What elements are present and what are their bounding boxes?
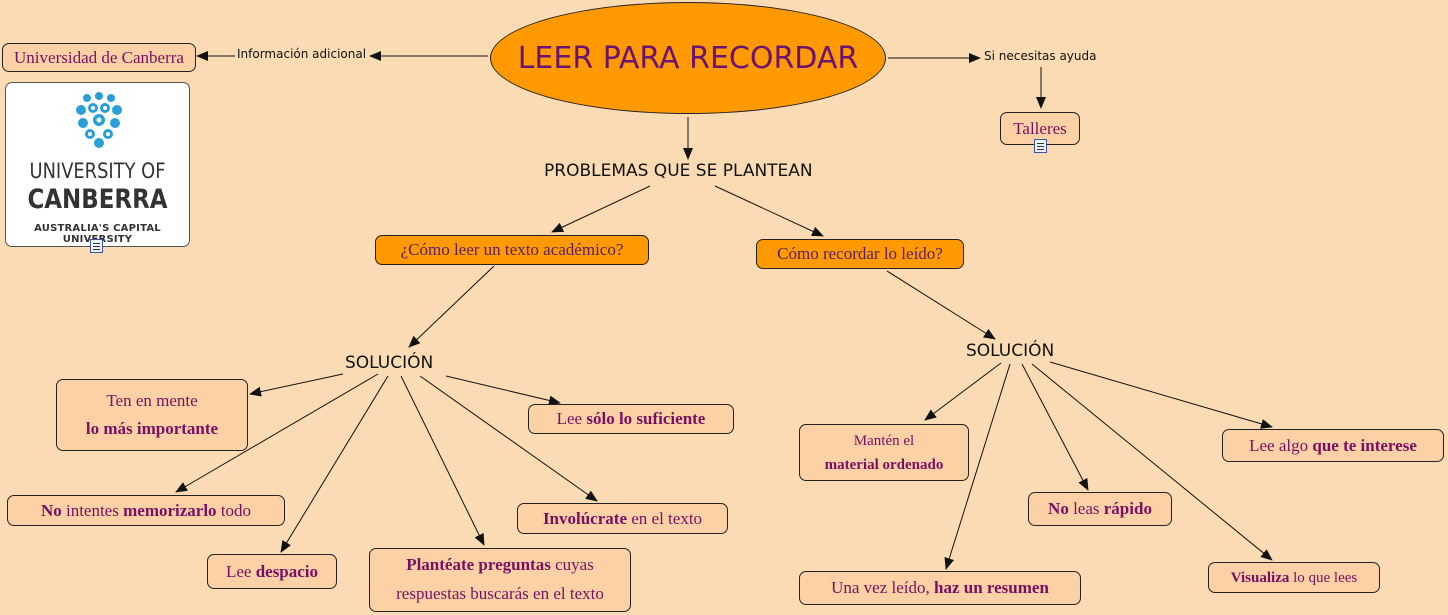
node-manten-material-ordenado[interactable]: Mantén el material ordenado <box>799 424 969 481</box>
text-part-bold: memorizarlo <box>123 500 217 520</box>
text-part: cuyas <box>550 555 594 575</box>
text-part: leas <box>1068 499 1104 519</box>
text-part: lo que lees <box>1289 569 1358 586</box>
node-haz-un-resumen[interactable]: Una vez leído, haz un resumen <box>799 571 1081 605</box>
text-part-bold: rápido <box>1103 499 1152 519</box>
text-part-bold: No <box>1048 499 1069 519</box>
text-part-bold: sólo lo suficiente <box>586 409 706 429</box>
text-part-bold: Visualiza <box>1230 569 1290 586</box>
text-part: Ten en mente <box>106 390 198 410</box>
root-concept[interactable]: LEER PARA RECORDAR <box>490 2 886 114</box>
logo-line-1: UNIVERSITY OF <box>29 159 166 183</box>
text-part: Lee <box>556 409 587 429</box>
text-line: Plantéate preguntas cuyas <box>406 551 594 580</box>
link-label-si-necesitas-ayuda: Si necesitas ayuda <box>982 49 1099 63</box>
concept-problemas[interactable]: PROBLEMAS QUE SE PLANTEAN <box>544 161 813 181</box>
node-label: Universidad de Canberra <box>14 47 184 67</box>
text-part: en el texto <box>626 508 703 528</box>
text-part-bold: No <box>40 500 62 520</box>
node-como-recordar[interactable]: Cómo recordar lo leído? <box>756 239 964 269</box>
concept-solucion-right[interactable]: SOLUCIÓN <box>966 341 1055 361</box>
document-icon[interactable] <box>1034 139 1047 153</box>
node-label: Talleres <box>1013 118 1067 138</box>
canberra-mark-icon <box>76 92 122 148</box>
text-part: respuestas buscarás en el texto <box>396 584 604 603</box>
text-part: Una vez leído, <box>831 578 934 598</box>
node-como-leer[interactable]: ¿Cómo leer un texto académico? <box>375 235 649 265</box>
link-label-informacion-adicional: Información adicional <box>235 47 369 61</box>
node-label: Cómo recordar lo leído? <box>777 244 943 264</box>
text-part: Lee algo <box>1249 435 1313 455</box>
node-no-leas-rapido[interactable]: No leas rápido <box>1028 492 1172 526</box>
text-part-bold: lo más importante <box>85 419 219 438</box>
node-ten-en-mente[interactable]: Ten en mente lo más importante <box>56 379 248 451</box>
text-part-bold: Involúcrate <box>542 508 627 528</box>
node-visualiza[interactable]: Visualiza lo que lees <box>1208 562 1380 593</box>
text-part-bold: despacio <box>255 561 319 581</box>
text-part: todo <box>216 500 252 520</box>
text-part-bold: que te interese <box>1312 435 1417 455</box>
concept-solucion-left[interactable]: SOLUCIÓN <box>345 353 434 373</box>
text-part: intentes <box>61 500 124 520</box>
text-part: Mantén el <box>853 432 915 449</box>
university-logo[interactable]: UNIVERSITY OF CANBERRA AUSTRALIA'S CAPIT… <box>5 82 190 247</box>
node-lee-despacio[interactable]: Lee despacio <box>207 554 337 589</box>
root-title: LEER PARA RECORDAR <box>517 40 859 76</box>
document-icon[interactable] <box>90 239 103 253</box>
logo-line-2: CANBERRA <box>27 184 168 215</box>
node-lee-algo-que-te-interese[interactable]: Lee algo que te interese <box>1222 429 1444 462</box>
node-lee-solo-lo-suficiente[interactable]: Lee sólo lo suficiente <box>528 404 734 434</box>
text-part: Lee <box>225 561 256 581</box>
text-part-bold: material ordenado <box>824 456 944 473</box>
text-part-bold: Plantéate preguntas <box>406 555 551 575</box>
text-part-bold: haz un resumen <box>933 578 1049 598</box>
node-involucrate[interactable]: Involúcrate en el texto <box>517 503 728 534</box>
node-universidad-de-canberra[interactable]: Universidad de Canberra <box>2 43 196 72</box>
node-label: ¿Cómo leer un texto académico? <box>400 240 624 260</box>
node-planteate-preguntas[interactable]: Plantéate preguntas cuyas respuestas bus… <box>369 548 631 612</box>
node-no-intentes-memorizarlo[interactable]: No intentes memorizarlo todo <box>7 495 285 526</box>
